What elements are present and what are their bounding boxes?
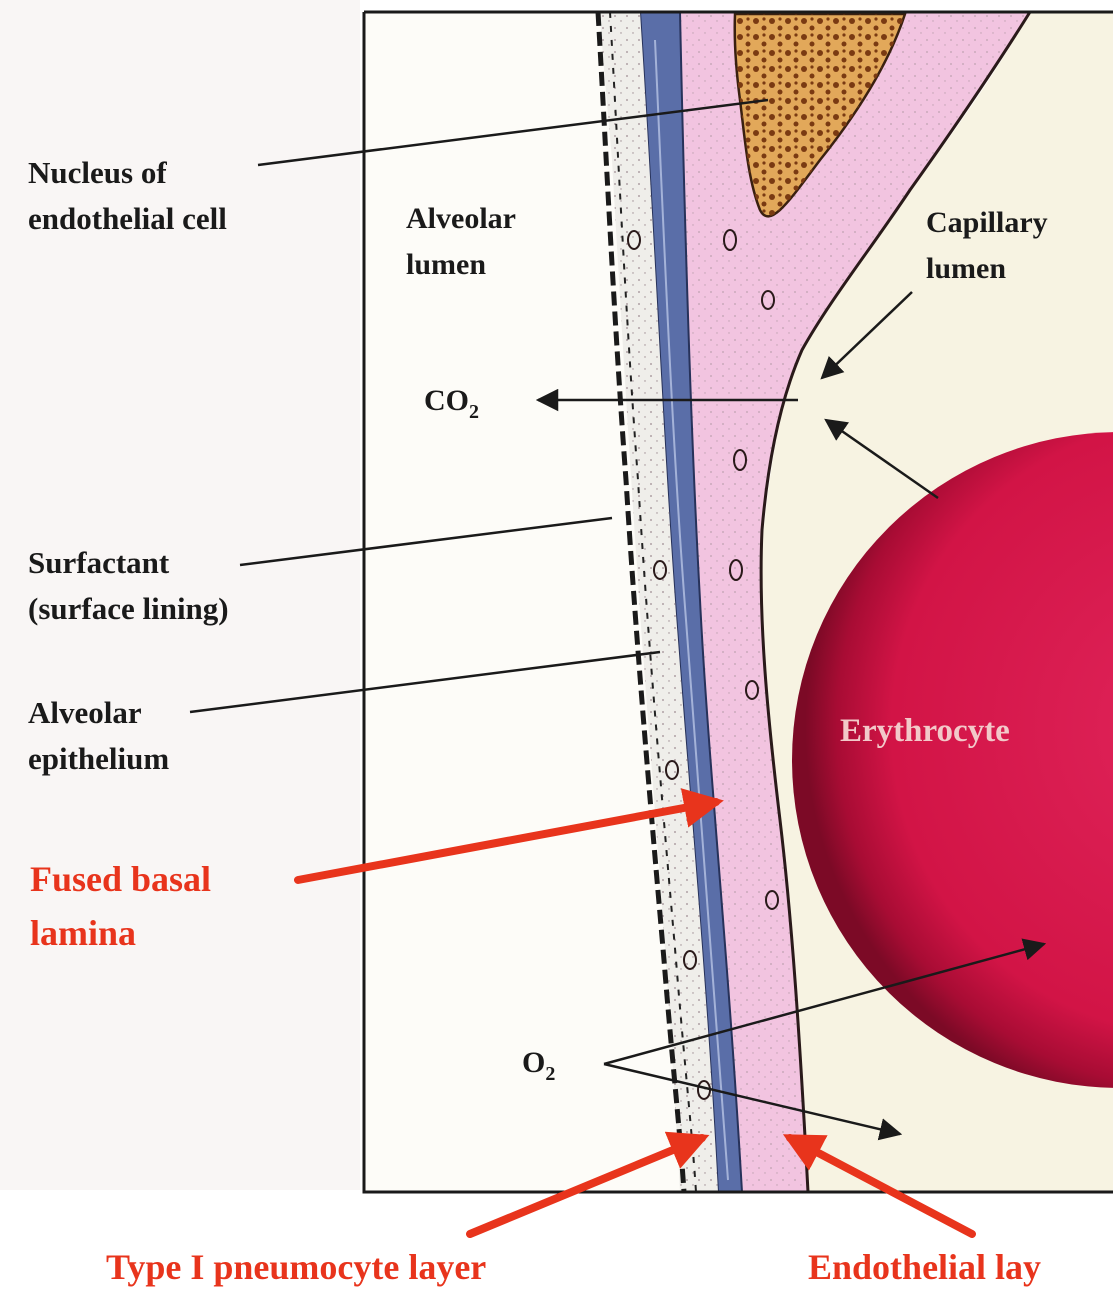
co2-label: CO2 [424, 378, 479, 427]
type-i-pneumocyte-label: Type I pneumocyte layer [106, 1240, 486, 1294]
fused-basal-lamina-label: Fused basal lamina [30, 852, 211, 960]
alveolar-lumen-label: Alveolar lumen [406, 196, 516, 288]
o2-label: O2 [522, 1040, 555, 1089]
nucleus-label: Nucleus of endothelial cell [28, 150, 227, 242]
endothelial-layer-label: Endothelial lay [808, 1240, 1041, 1294]
surfactant-label: Surfactant (surface lining) [28, 540, 229, 632]
capillary-lumen-label: Capillary lumen [926, 200, 1048, 292]
erythrocyte-label: Erythrocyte [840, 708, 1010, 754]
alveolar-epithelium-label: Alveolar epithelium [28, 690, 169, 782]
